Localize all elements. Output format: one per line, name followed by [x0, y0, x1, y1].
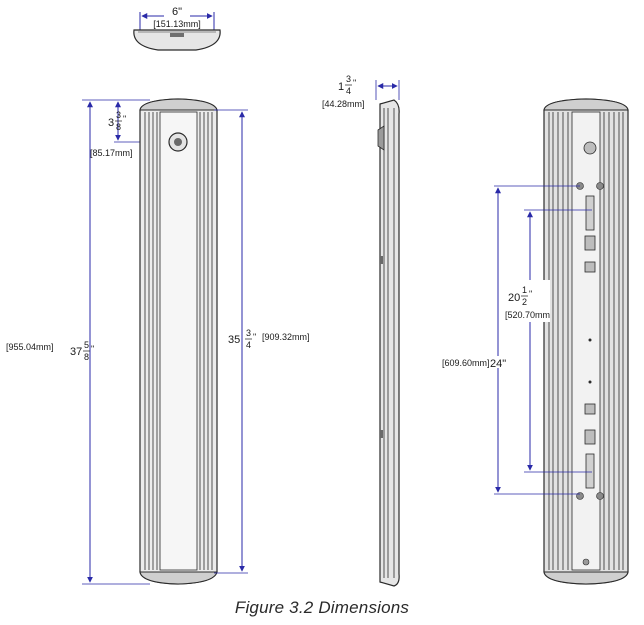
svg-text:35: 35 — [228, 334, 240, 346]
svg-text:37: 37 — [70, 346, 82, 358]
depth-inch: 1 3 4 " — [338, 74, 356, 96]
sensor-offset-mm: [85.17mm] — [90, 148, 133, 158]
svg-text:": " — [123, 114, 126, 124]
svg-text:1: 1 — [338, 81, 344, 93]
outer-mount-mm: [609.60mm] — [442, 358, 490, 368]
svg-text:": " — [529, 289, 532, 299]
sensor-offset-inch: 3 3 8 " — [108, 110, 126, 132]
overall-height-inch: 37 5 8 " — [70, 340, 94, 362]
outer-mount-inch: 24" — [490, 358, 506, 370]
svg-text:": " — [91, 344, 94, 354]
svg-text:4: 4 — [246, 340, 251, 350]
svg-text:20: 20 — [508, 292, 520, 304]
svg-text:1: 1 — [522, 285, 527, 295]
top-view: 6" [151.13mm] — [133, 6, 221, 51]
overall-height-mm: [955.04mm] — [6, 342, 54, 352]
front-view: [955.04mm] 37 5 8 " 3 3 8 " [85.17mm] — [6, 98, 310, 585]
figure-caption: Figure 3.2 Dimensions — [234, 598, 410, 617]
inner-mount-inch: 20 1 2 " — [508, 285, 532, 307]
svg-text:": " — [253, 332, 256, 342]
svg-text:5: 5 — [84, 340, 89, 350]
svg-text:3: 3 — [108, 117, 114, 129]
svg-text:8: 8 — [116, 122, 121, 132]
svg-text:8: 8 — [84, 352, 89, 362]
back-view: [609.60mm] 24" 20 1 2 " [520.70mm — [440, 98, 629, 585]
side-body — [379, 99, 400, 587]
svg-text:": " — [353, 78, 356, 88]
top-width-inch: 6" — [172, 6, 182, 18]
svg-text:3: 3 — [246, 328, 251, 338]
side-view: 1 3 4 " [44.28mm] — [322, 74, 400, 587]
face-length-inch: 35 3 4 " — [228, 328, 256, 350]
svg-text:3: 3 — [346, 74, 351, 84]
inner-mount-mm: [520.70mm — [505, 310, 550, 320]
svg-text:3: 3 — [116, 110, 121, 120]
depth-mm: [44.28mm] — [322, 99, 365, 109]
top-view-outline — [133, 29, 221, 51]
svg-text:2: 2 — [522, 297, 527, 307]
top-width-mm: [151.13mm] — [153, 19, 201, 29]
face-length-mm: [909.32mm] — [262, 332, 310, 342]
svg-text:4: 4 — [346, 86, 351, 96]
